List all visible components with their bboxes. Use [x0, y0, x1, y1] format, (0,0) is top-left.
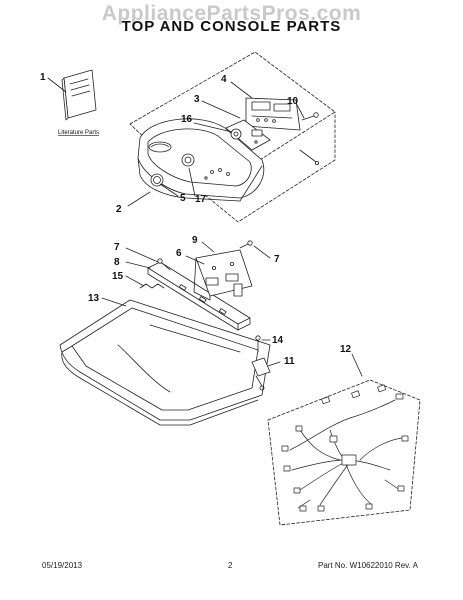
callout-16: 16: [181, 114, 193, 125]
callout-8: 8: [114, 257, 120, 268]
console-part[interactable]: [137, 118, 265, 202]
footer-date: 05/19/2013: [42, 561, 83, 570]
callout-1: 1: [40, 72, 46, 83]
callout-7a: 7: [114, 242, 120, 253]
literature-label: Literature Parts: [58, 130, 99, 136]
wire-harness-box: [267, 379, 421, 526]
callout-11: 11: [284, 356, 295, 367]
watermark: AppliancePartsPros.com: [101, 2, 362, 25]
page-title: TOP AND CONSOLE PARTS: [121, 18, 342, 35]
callout-12: 12: [340, 344, 352, 355]
callout-7b: 7: [274, 254, 280, 265]
callout-6: 6: [176, 248, 182, 259]
screw-part[interactable]: [255, 335, 261, 353]
literature-parts-part[interactable]: [61, 69, 97, 121]
footer-page-number: 2: [228, 561, 233, 570]
callout-9: 9: [192, 235, 198, 246]
callout-3: 3: [194, 94, 200, 105]
control-board-part[interactable]: [245, 97, 301, 131]
encoder-part[interactable]: [225, 119, 271, 151]
control-bracket-part[interactable]: [193, 249, 253, 301]
top-panel-part[interactable]: [59, 299, 271, 426]
callout-17: 17: [195, 194, 207, 205]
wire-harness-part[interactable]: [281, 384, 409, 512]
spring-part[interactable]: [139, 283, 165, 289]
callout-10: 10: [287, 96, 299, 107]
callout-2: 2: [116, 204, 122, 215]
knob-part[interactable]: [150, 173, 164, 187]
sensor-part[interactable]: [251, 357, 271, 391]
callout-14: 14: [272, 335, 284, 346]
screw-part[interactable]: [301, 112, 319, 121]
footer-part-number: Part No. W10622010 Rev. A: [318, 561, 418, 570]
callout-4: 4: [221, 74, 227, 85]
callout-13: 13: [88, 293, 100, 304]
console-bracket-part[interactable]: [147, 261, 251, 331]
callout-15: 15: [112, 271, 124, 282]
callout-5: 5: [180, 193, 186, 204]
screw-part[interactable]: [157, 240, 253, 271]
